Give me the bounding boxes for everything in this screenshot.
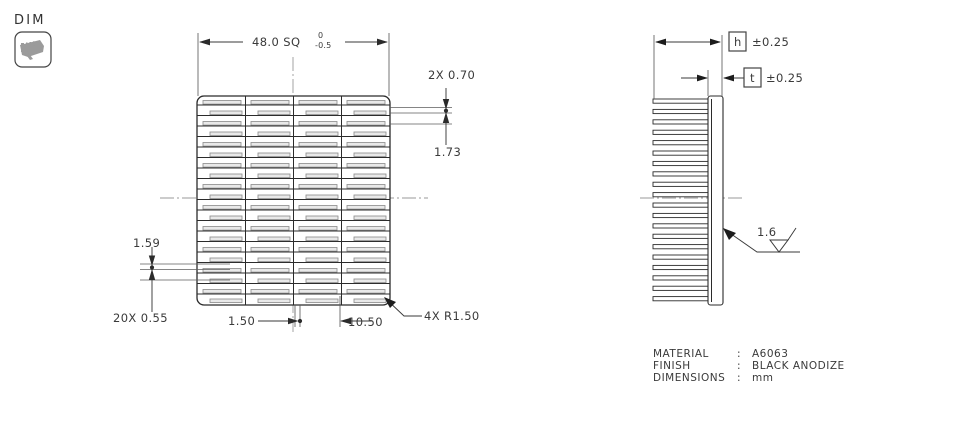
dimension-slot-pitch: 10.50 <box>339 296 383 329</box>
side-view <box>640 95 745 306</box>
dimension-width-sq: 48.0 SQ 0 -0.5 <box>197 31 390 96</box>
thickness-symbol: t <box>750 71 755 85</box>
dimension-width-tol-lower: -0.5 <box>315 41 331 50</box>
dimension-fin-count-label: 20X 0.55 <box>113 311 168 325</box>
note-sep-2: : <box>737 372 741 384</box>
dimension-fin-offset-label: 1.73 <box>434 145 461 159</box>
dimension-width-tol-upper: 0 <box>318 31 323 40</box>
dimension-fin-pitch-label: 2X 0.70 <box>428 68 475 82</box>
note-sep-1: : <box>737 360 741 372</box>
dimension-corner-radius: 4X R1.50 <box>384 297 480 323</box>
dimension-edge-offset-label: 1.50 <box>228 314 255 328</box>
note-value-2: mm <box>752 372 773 384</box>
thickness-tolerance: ±0.25 <box>766 71 803 85</box>
note-sep-0: : <box>737 348 741 360</box>
dimension-height: h ±0.25 <box>653 31 789 99</box>
note-label-0: MATERIAL <box>653 348 709 360</box>
top-view-fin-array <box>197 100 390 304</box>
notes-block: MATERIAL : A6063 FINISH : BLACK ANODIZE … <box>653 348 845 384</box>
dim-badge-label: DIM <box>14 13 46 28</box>
dimension-slot-pitch-label: 10.50 <box>348 315 383 329</box>
side-view-base-plate <box>707 95 724 306</box>
dim-badge: DIM <box>14 13 52 68</box>
top-view-column-dividers <box>245 96 342 305</box>
fin-row-group <box>197 100 390 304</box>
side-view-fin-array <box>652 98 709 302</box>
height-symbol: h <box>734 35 741 49</box>
note-label-1: FINISH <box>653 360 691 372</box>
thickness-symbol-box <box>743 67 762 88</box>
dimension-fin-pitch-top: 2X 0.70 1.73 <box>390 68 475 159</box>
caliper-icon <box>20 40 44 60</box>
note-label-2: DIMENSIONS <box>653 372 725 384</box>
dimension-left-pitch-label: 1.59 <box>133 236 160 250</box>
height-symbol-box <box>728 31 747 52</box>
dimension-thickness: t ±0.25 <box>681 67 803 96</box>
surface-finish-tick <box>787 227 797 241</box>
top-view-outline-overlay <box>196 95 391 306</box>
dimension-width-value: 48.0 SQ <box>252 35 300 49</box>
surface-finish-triangle <box>769 239 789 253</box>
top-view <box>160 57 428 332</box>
height-tolerance: ±0.25 <box>752 35 789 49</box>
surface-finish-callout: 1.6 <box>723 225 800 253</box>
note-value-0: A6063 <box>752 348 788 360</box>
dimension-left-pitch: 1.59 20X 0.55 <box>113 236 230 325</box>
dimension-edge-offset: 1.50 <box>228 305 303 328</box>
note-value-1: BLACK ANODIZE <box>752 360 845 372</box>
dimension-corner-radius-label: 4X R1.50 <box>424 309 480 323</box>
surface-finish-value: 1.6 <box>757 225 777 239</box>
